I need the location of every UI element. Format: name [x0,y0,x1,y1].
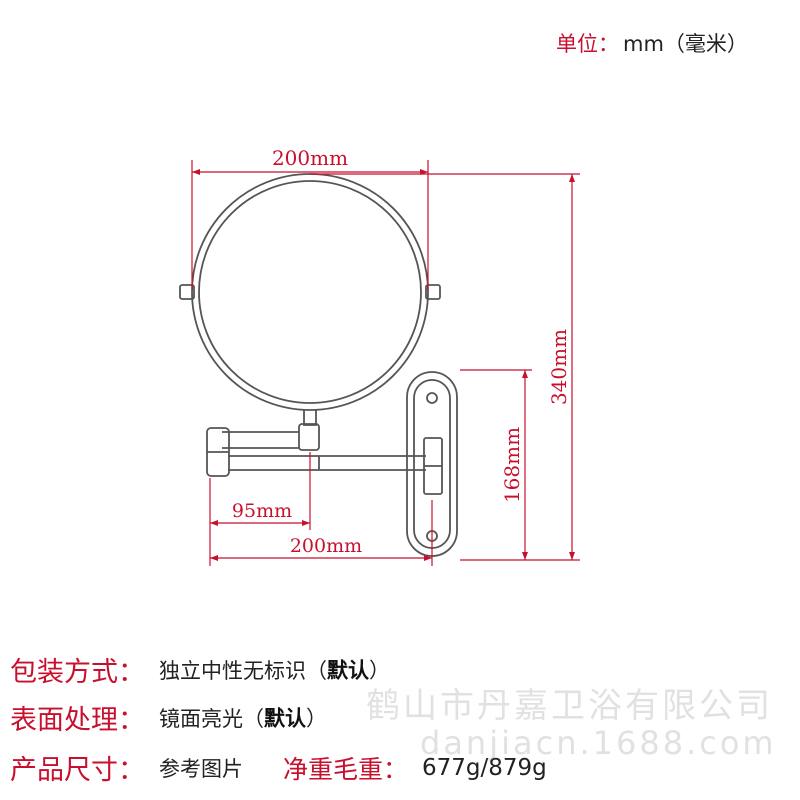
dim-label-mirror-width: 200mm [272,146,348,170]
dim-label-arm-height: 168mm [500,427,524,503]
spec-end-finish: ） [306,706,327,731]
arrow-right-bottom [569,552,575,560]
spec-label-size: 产品尺寸： [10,755,145,786]
spec-label-finish: 表面处理： [10,705,145,736]
pivot-right [425,284,441,300]
arm-upper [222,431,299,449]
dim-label-arm-inner-length: 95mm [232,500,292,522]
mirror-frame-inner [198,180,422,404]
unit-value: mm（毫米） [623,32,748,56]
spec-row-packaging: 包装方式： 独立中性无标识（默认） [10,650,390,689]
dimension-arrows [192,169,575,561]
pivot-left [179,284,195,300]
arrow-right-top [569,174,575,182]
mirror-neck [303,410,317,426]
mirror-frame-outer [191,173,429,411]
arrow-95-right [302,520,310,526]
arrow-bottom-right [424,555,432,561]
dimension-lines [191,160,580,566]
arrow-95-left [210,520,218,526]
arrow-top-right [420,169,428,175]
spec-row-finish: 表面处理： 镜面亮光（默认） [10,698,327,737]
spec-row-size: 产品尺寸： 参考图片 净重毛重： 677g/879g [10,748,547,787]
dim-label-total-height: 340mm [547,329,571,405]
arrow-top-left [192,169,200,175]
arm-lower [228,455,426,471]
screw-top [426,392,438,404]
spec-default-finish: 默认 [264,706,306,731]
arrow-mid-top [522,370,528,378]
spec-value-finish: 镜面亮光（ [159,706,264,731]
spec-end-packaging: ） [369,658,390,683]
spec-label-weight: 净重毛重： [283,754,409,784]
mirror-drawing [179,173,458,557]
dim-label-arm-total-length: 200mm [290,535,362,557]
unit-label: 单位： [556,32,619,56]
neck-joint [298,423,320,451]
spec-value-weight: 677g/879g [422,754,547,781]
spec-value-size: 参考图片 [159,756,243,781]
unit-note: 单位：mm（毫米） [556,28,748,58]
arrow-bottom-left [210,555,218,561]
spec-value-packaging: 独立中性无标识（ [159,658,327,683]
spec-label-packaging: 包装方式： [10,657,145,688]
arrow-mid-bottom [522,552,528,560]
spec-default-packaging: 默认 [327,658,369,683]
